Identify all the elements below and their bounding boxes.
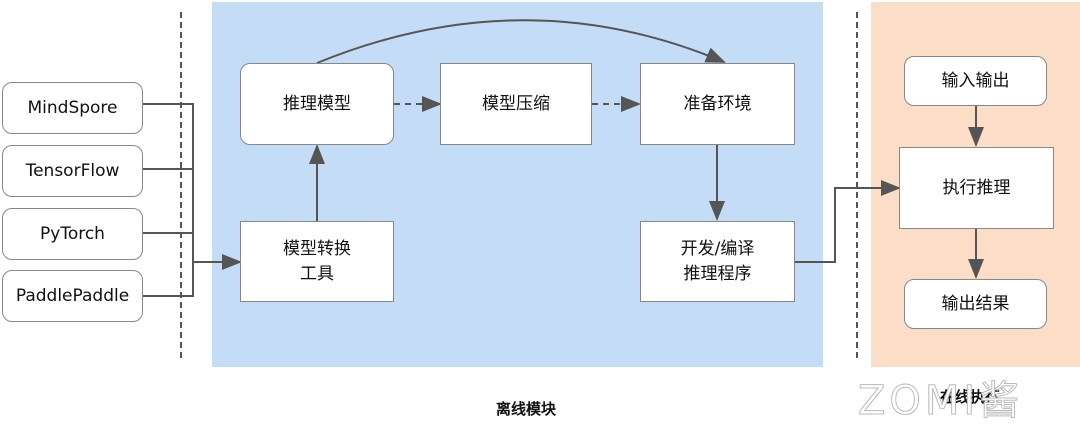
framework-label: PyTorch	[40, 223, 105, 244]
node-label-line2: 工具	[300, 263, 334, 284]
right-divider	[856, 12, 858, 358]
model-compression-node: 模型压缩	[440, 63, 592, 145]
framework-tensorflow: TensorFlow	[2, 145, 143, 197]
node-label-line1: 开发/编译	[680, 238, 755, 259]
framework-pytorch: PyTorch	[2, 208, 143, 260]
offline-module-region	[212, 2, 823, 367]
dev-compile-program-node: 开发/编译 推理程序	[640, 221, 795, 302]
output-result-node: 输出结果	[904, 279, 1047, 329]
offline-region-label: 离线模块	[496, 400, 557, 418]
prepare-environment-node: 准备环境	[640, 63, 795, 145]
input-output-node: 输入输出	[904, 56, 1047, 106]
inference-model-node: 推理模型	[240, 63, 394, 145]
edge-dev-to-execute	[795, 180, 901, 263]
framework-paddlepaddle: PaddlePaddle	[2, 270, 143, 322]
framework-label: PaddlePaddle	[15, 285, 130, 306]
edge-model-to-env-arc	[316, 19, 726, 64]
node-label-line1: 模型转换	[283, 238, 351, 259]
node-label: 模型压缩	[482, 93, 550, 114]
model-convert-tool-node: 模型转换 工具	[240, 221, 394, 302]
online-region-label: 在线执行	[940, 388, 1001, 406]
node-label: 准备环境	[683, 93, 752, 114]
zomi-watermark: ZOMI酱	[857, 378, 1024, 425]
node-label: 输入输出	[941, 70, 1010, 91]
framework-label: MindSpore	[27, 97, 118, 118]
framework-mindspore: MindSpore	[2, 82, 143, 134]
edge-mindspore	[143, 103, 194, 262]
node-label: 输出结果	[941, 293, 1010, 314]
edge-paddle	[143, 262, 194, 297]
framework-label: TensorFlow	[25, 160, 120, 181]
node-label: 推理模型	[283, 93, 351, 114]
left-divider	[180, 12, 182, 358]
node-label-line2: 推理程序	[683, 263, 752, 284]
node-label: 执行推理	[942, 177, 1011, 198]
execute-inference-node: 执行推理	[899, 147, 1054, 229]
